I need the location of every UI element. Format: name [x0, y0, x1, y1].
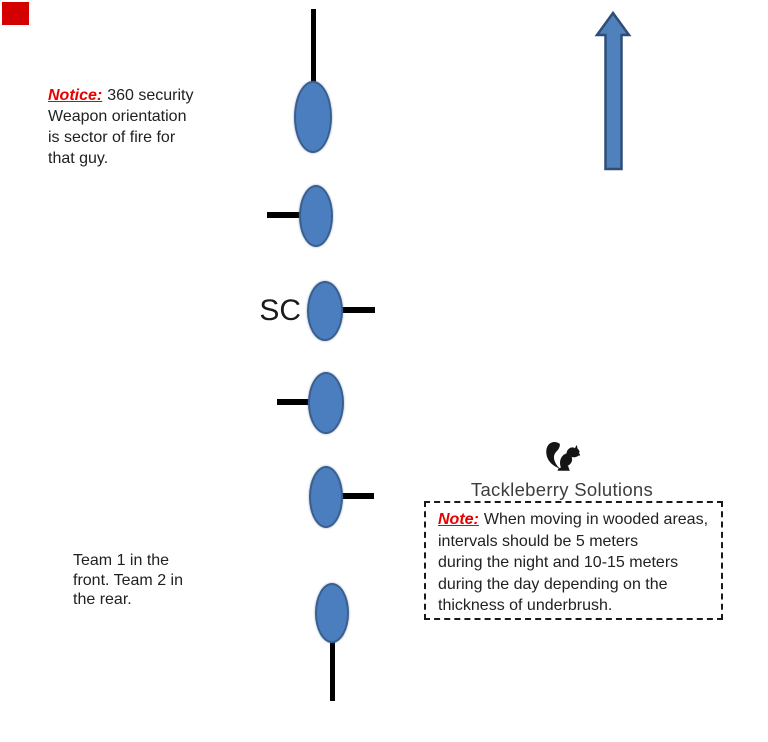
- soldier-2: [299, 185, 333, 247]
- soldier-point-man: [294, 81, 332, 153]
- team-note-line-3: the rear.: [73, 591, 132, 608]
- soldier-5: [309, 466, 343, 528]
- soldier-squad-leader: [307, 281, 343, 341]
- team-note-text: Team 1 in the front. Team 2 in the rear.: [73, 551, 223, 610]
- squirrel-icon: [546, 441, 580, 471]
- team-note-line-2: front. Team 2 in: [73, 571, 183, 589]
- team-note-line-1: Team 1 in the: [73, 552, 170, 569]
- notice-line-3: is sector of fire for: [48, 129, 176, 146]
- notice-line-2: Weapon orientation: [48, 108, 187, 125]
- weapon-line-up: [310, 9, 316, 85]
- note-line-3: during the night and 10-15 meters: [438, 554, 679, 572]
- note-box: Note:When moving in wooded areas, interv…: [424, 501, 723, 620]
- company-name: Tackleberry Solutions: [470, 479, 654, 500]
- note-line-4: during the day depending on the: [438, 575, 668, 593]
- weapon-line-left: [277, 399, 311, 405]
- notice-label: Notice:: [48, 87, 103, 104]
- weapon-line-right: [340, 307, 375, 313]
- note-line-1: Note:When moving in wooded areas,: [438, 509, 713, 531]
- weapon-line-right: [340, 493, 374, 499]
- notice-line-1-rest: 360 security: [107, 87, 194, 104]
- note-line-2: intervals should be 5 meters: [438, 532, 639, 550]
- soldier-rear-man: [315, 583, 349, 643]
- up-arrow-icon: [594, 10, 632, 171]
- weapon-line-down: [329, 639, 335, 701]
- company-logo: Tackleberry Solutions: [452, 438, 672, 501]
- notice-line-4: that guy.: [48, 150, 109, 167]
- weapon-line-left: [267, 212, 302, 218]
- squad-leader-label: SC: [259, 294, 301, 327]
- note-label: Note:: [438, 511, 479, 528]
- note-line-1-rest: When moving in wooded areas,: [483, 511, 709, 528]
- notice-text: Notice:360 security Weapon orientation i…: [48, 85, 238, 169]
- notice-line-1: Notice:360 security: [48, 85, 238, 106]
- red-corner-marker: [2, 2, 29, 25]
- note-line-5: thickness of underbrush.: [438, 597, 613, 615]
- soldier-4: [308, 372, 344, 434]
